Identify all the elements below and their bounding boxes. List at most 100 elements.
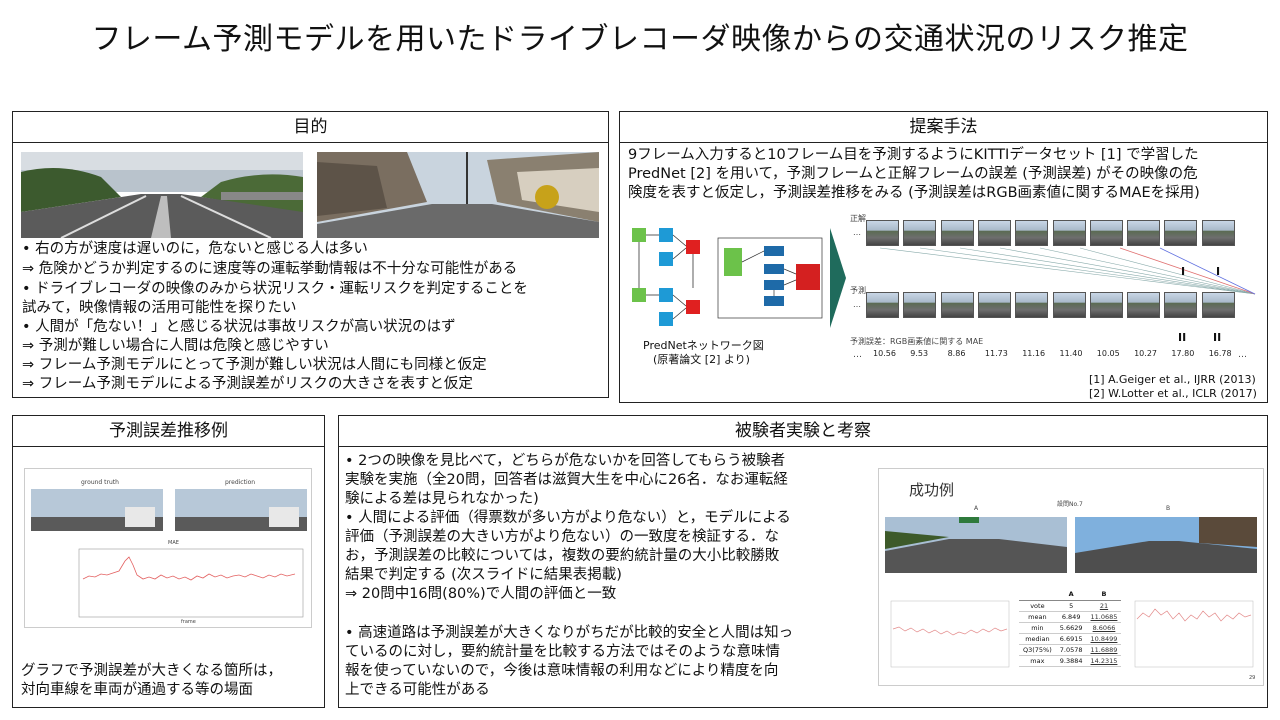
method-line-1: 9フレーム入力すると10フレーム目を予測するようにKITTIデータセット [1]… [628,147,1199,163]
truth-frame-2 [903,220,937,246]
stats-cell: 10.8499 [1086,633,1122,645]
pred-frame-7 [1089,292,1123,318]
stats-cell: 8.6066 [1086,622,1122,634]
mae-value-10: 16.78 [1208,349,1232,358]
purpose-bullet-6: ⇒ 予測が難しい場合に人間は危険と感じやすい [22,338,329,354]
mae-value-2: 9.53 [910,349,929,358]
stats-cell: 6.6915 [1055,633,1087,645]
error-transition-figure: ground truth prediction MAE frame [24,468,312,628]
experiment-line-8: ⇒ 20問中16問(80%)で人間の評価と一致 [345,586,617,602]
stats-header-2: B [1086,589,1122,601]
stats-cell: 21 [1086,600,1122,612]
pred-frame-6 [1052,292,1086,318]
stats-cell: Q3(75%) [1019,644,1056,656]
stats-cell: 11.0685 [1086,611,1122,623]
mae-value-5: 11.16 [1022,349,1046,358]
stats-cell: mean [1019,611,1056,623]
prediction-label: prediction [225,479,256,486]
truth-frame-3 [940,220,974,246]
mae-value-7: 10.05 [1096,349,1120,358]
purpose-bullet-5: • 人間が「危ない！」と感じる状況は事故リスクが高い状況のはず [22,319,456,335]
mae-value-8: 10.27 [1134,349,1157,358]
pred-frame-4 [977,292,1011,318]
stats-cell: 14.2315 [1086,655,1122,667]
pred-frame-1 [866,292,899,318]
stats-cell: 5 [1055,600,1087,612]
truth-frame-9 [1164,220,1198,246]
purpose-bullet-3: • ドライブレコーダの映像のみから状況リスク・運転リスクを判定することを [22,281,528,297]
experiment-line-7: 結果で判定する (次スライドに結果表掲載) [345,567,622,583]
reference-1: [1] A.Geiger et al., IJRR (2013) [1089,373,1256,386]
mae-ellipsis-left: … [853,350,862,360]
mark-single-1: I [1181,265,1186,278]
stats-header-1: A [1055,589,1087,601]
question-number: 設問No.7 [1057,501,1083,508]
truth-ellipsis: … [853,228,861,237]
stats-header-0 [1019,589,1056,601]
stats-cell: min [1019,622,1056,634]
pred-frame-2 [903,292,937,318]
method-line-3: 険度を表すと仮定し，予測誤差推移をみる (予測誤差はRGB画素値に関するMAEを… [628,185,1200,201]
stats-cell: 5.6629 [1055,622,1087,634]
experiment-line-12: 上できる可能性がある [345,682,490,698]
success-title: 成功例 [909,481,955,499]
experiment-line-10: ているのに対し，要約統計量を比較する方法ではそのような意味情 [345,644,780,660]
truth-frame-8 [1127,220,1161,246]
experiment-line-3: 験による差は見られなかった) [345,491,539,507]
experiment-line-9: • 高速道路は予測誤差が大きくなりがちだが比較的安全と人間は知っ [345,625,794,641]
truth-frame-7 [1089,220,1123,246]
truth-frame-5 [1015,220,1049,246]
method-heading: 提案手法 [619,111,1268,143]
prednet-network-diagram [624,208,824,336]
truth-row-label: 正解 [850,214,866,223]
transition-caption-2: 対向車線を車両が通過する等の場面 [21,682,253,698]
pred-row-label: 予測 [850,286,866,295]
mae-ellipsis-right: … [1238,350,1247,360]
mae-value-3: 8.86 [947,349,966,358]
plot-xlabel: frame [181,619,196,625]
mae-value-9: 17.80 [1171,349,1195,358]
stats-cell: 7.0578 [1055,644,1087,656]
stats-cell: 11.6889 [1086,644,1122,656]
experiment-line-2: 実験を実施（全20問，回答者は滋賀大生を中心に26名．なお運転経 [345,472,788,488]
mae-value-4: 11.73 [984,349,1008,358]
error-label: 予測誤差：RGB画素値に関する MAE [850,337,984,346]
pred-frame-5 [1015,292,1049,318]
truth-frame-1 [866,220,899,246]
purpose-bullet-7: ⇒ フレーム予測モデルにとって予測が難しい状況は人間にも同様と仮定 [22,357,487,373]
mae-value-6: 11.40 [1059,349,1083,358]
stats-cell: 6.849 [1055,611,1087,623]
reference-2: [2] W.Lotter et al., ICLR (2017) [1089,387,1257,400]
method-line-2: PredNet [2] を用いて，予測フレームと正解フレームの誤差 (予測誤差)… [628,166,1198,182]
purpose-heading: 目的 [12,111,609,143]
stats-cell: 9.3884 [1055,655,1087,667]
slide-title: フレーム予測モデルを用いたドライブレコーダ映像からの交通状況のリスク推定 [91,22,1189,57]
page-number: 29 [1249,675,1256,681]
purpose-bullet-2: ⇒ 危険かどうか判定するのに速度等の運転挙動情報は不十分な可能性がある [22,261,518,277]
pred-frame-8 [1127,292,1161,318]
pred-frame-9 [1164,292,1198,318]
purpose-bullet-4: 試みて，映像情報の活用可能性を探りたい [22,300,297,316]
experiment-line-1: • 2つの映像を見比べて，どちらが危ないかを回答してもらう被験者 [345,453,786,469]
ground-truth-label: ground truth [81,479,119,486]
transition-caption-1: グラフで予測誤差が大きくなる箇所は， [21,663,282,679]
frame-connector-lines [860,246,1260,296]
pred-ellipsis: … [853,300,861,309]
plot-title: MAE [168,540,179,546]
experiment-line-6: お，予測誤差の比較については，複数の要約統計量の大小比較勝敗 [345,548,780,564]
stats-cell: max [1019,655,1056,667]
experiment-heading: 被験者実験と考察 [338,415,1268,447]
experiment-line-11: 報を使っていないので，今後は意味情報の利用などにより精度を向 [345,663,779,679]
purpose-bullet-1: • 右の方が速度は遅いのに，危ないと感じる人は多い [22,241,368,257]
road-photo-fast [21,152,303,238]
network-caption-2: (原著論文 [2] より) [653,353,750,366]
truth-frame-10 [1201,220,1235,246]
